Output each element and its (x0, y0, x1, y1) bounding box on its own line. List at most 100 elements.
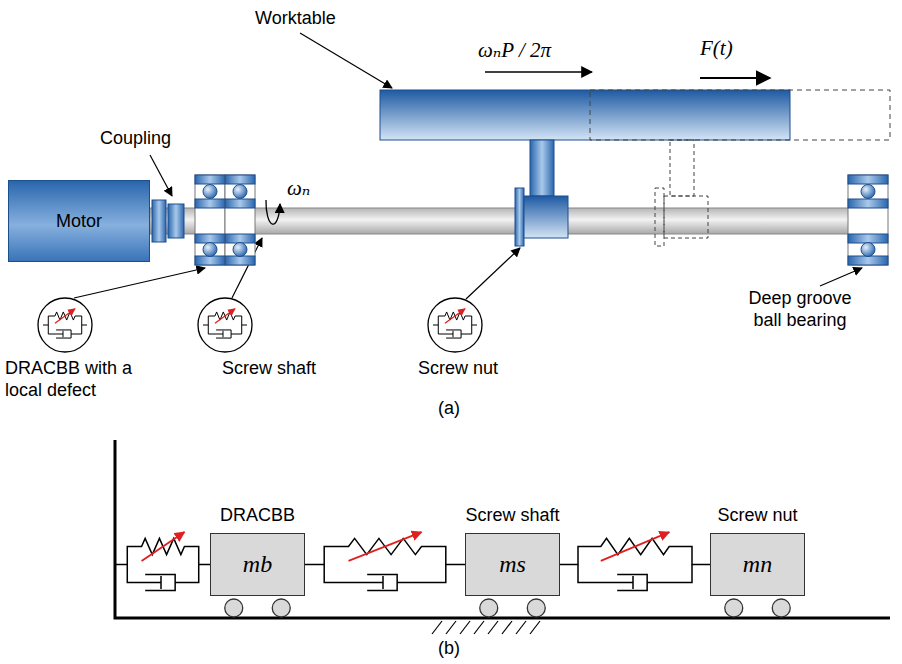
mass-block: Screw shaftms (465, 533, 560, 596)
drawing-stroke (195, 175, 225, 265)
node-label: mb (243, 551, 272, 578)
drawing-stroke (772, 599, 790, 617)
wall-spring-damper (116, 532, 210, 591)
drawing-stroke (195, 234, 225, 243)
drawing-stroke (233, 243, 247, 257)
part-heading: Screw shaft (465, 505, 559, 526)
bearings (195, 175, 888, 265)
leader-line (150, 155, 172, 196)
drawing-stroke (460, 621, 470, 634)
speed-label: ωₙ (287, 176, 310, 201)
drawing-stroke (203, 185, 217, 199)
drawing-stroke (848, 199, 888, 208)
nut-moved (670, 140, 694, 196)
damper (48, 325, 81, 338)
motor-box: Motor (8, 180, 150, 262)
ball-bearing (195, 175, 225, 265)
ground-hatch (432, 621, 540, 634)
variable-stiffness-arrow (55, 309, 75, 323)
worktable-moved (590, 90, 890, 140)
part-label: Deep groove ball bearing (735, 288, 865, 331)
drawing-stroke (195, 175, 225, 184)
mass-block: DRACBBmb (210, 533, 305, 596)
velocity-label: ωₙP / 2π (478, 38, 551, 63)
drawing-stroke (527, 599, 545, 617)
subfigure-label: (a) (438, 398, 460, 420)
drawing-stroke (516, 621, 526, 634)
leader-line (466, 248, 520, 299)
variable-stiffness-arrow (349, 532, 422, 561)
drawing-stroke (203, 243, 217, 257)
part-label: Worktable (255, 8, 336, 30)
leader-line (300, 33, 392, 88)
part-label: DRACBB with a local defect (5, 358, 155, 401)
spring (433, 312, 477, 325)
damper (324, 565, 446, 591)
drawing-stroke (225, 599, 243, 617)
spring-damper-symbols (38, 298, 482, 352)
part-heading: Screw nut (717, 505, 797, 526)
part-heading: DRACBB (220, 505, 295, 526)
nut-flange (515, 188, 524, 246)
drawing-stroke (848, 175, 888, 184)
node-label: mn (743, 551, 772, 578)
spring-damper-symbol (38, 298, 92, 352)
drawing-stroke (432, 621, 442, 634)
drawing-stroke (861, 243, 875, 257)
variable-stiffness-arrow (445, 309, 465, 323)
drawing-stroke (474, 621, 484, 634)
spring (116, 538, 210, 564)
drawing-stroke (225, 175, 255, 265)
nut-moved (655, 188, 664, 246)
mass-block: Screw nutmn (710, 533, 805, 596)
spring-damper-symbol (198, 298, 252, 352)
spring-damper-connector (560, 532, 710, 591)
drawing-stroke (225, 256, 255, 265)
nut-moved (664, 196, 708, 238)
drawing-stroke (488, 621, 498, 634)
screw-nut (524, 196, 568, 238)
drawing-stroke (725, 599, 743, 617)
spring (305, 538, 465, 564)
ball-bearing (225, 175, 255, 265)
drawing-stroke (225, 199, 255, 208)
drawing-stroke (861, 185, 875, 199)
drawing-stroke (446, 621, 456, 634)
spring (203, 312, 247, 325)
wheels (225, 599, 791, 617)
drawing-stroke (225, 234, 255, 243)
part-label: Screw shaft (222, 358, 316, 380)
spring (560, 538, 710, 564)
drawing-stroke (848, 175, 888, 265)
drawing-stroke (848, 256, 888, 265)
drawing-stroke (38, 298, 92, 352)
velocity-arrow (485, 71, 592, 73)
spring (43, 312, 87, 325)
ground-wall (115, 440, 890, 618)
ball-bearing (848, 175, 888, 265)
drawing-stroke (233, 185, 247, 199)
coupling (152, 200, 166, 242)
damper (127, 565, 198, 591)
node-label: ms (499, 551, 526, 578)
nut-stem (530, 140, 554, 196)
part-label: Screw nut (418, 358, 498, 380)
damper (438, 325, 471, 338)
spring-damper-symbol (428, 298, 482, 352)
variable-stiffness-arrow (601, 532, 669, 561)
leader-line (820, 268, 862, 286)
drawing-stroke (530, 621, 540, 634)
drawing-stroke (195, 199, 225, 208)
drawing-stroke (502, 621, 512, 634)
force-label: F(t) (700, 36, 733, 61)
drawing-stroke (848, 234, 888, 243)
force-arrow (700, 77, 770, 79)
drawing-stroke (428, 298, 482, 352)
drawing-stroke (272, 599, 290, 617)
variable-stiffness-arrow (215, 309, 235, 323)
damper (208, 325, 241, 338)
variable-stiffness-arrow (142, 532, 185, 561)
drawing-stroke (480, 599, 498, 617)
rotation-arrow (266, 200, 280, 224)
drawing-stroke (195, 256, 225, 265)
